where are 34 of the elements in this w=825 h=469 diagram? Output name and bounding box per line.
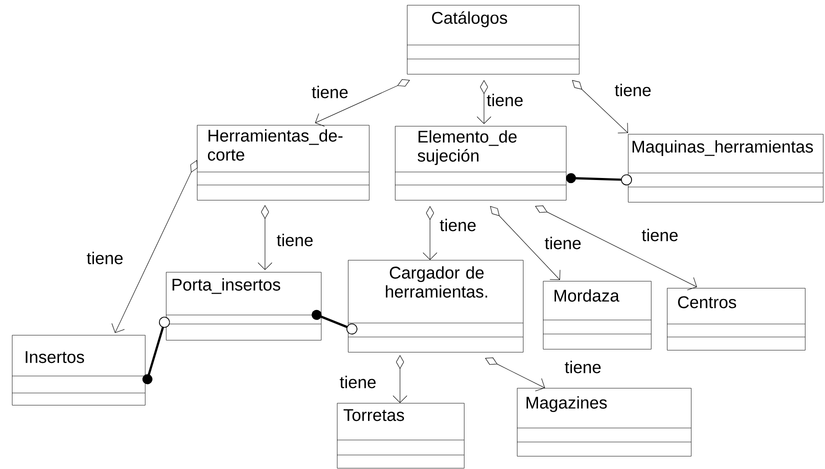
class-box: Torretas (336, 403, 464, 468)
edge-label: tiene (438, 218, 478, 232)
class-box: Maquinas_herramientas (628, 134, 824, 202)
edge-label: tiene (276, 232, 314, 248)
class-box: Cargador de herramientas. (348, 260, 524, 352)
edge-label: tiene (640, 228, 680, 242)
edge-label: tiene (86, 250, 124, 266)
connector (312, 310, 358, 334)
edge-label: tiene (486, 92, 524, 108)
class-box: Elemento_de sujeción (394, 126, 566, 200)
class-box: Mordaza (542, 281, 652, 350)
aggregation-arrow (535, 206, 697, 290)
class-box: Porta_insertos (166, 272, 322, 340)
edge-label: tiene (614, 82, 652, 98)
aggregation-arrow (258, 205, 272, 270)
edge-label: tiene (564, 360, 602, 374)
aggregation-arrow (112, 160, 198, 333)
class-box: Centros (666, 288, 806, 350)
edge-label: tiene (338, 374, 378, 390)
class-box: Magazines (516, 388, 692, 456)
aggregation-arrow (315, 79, 410, 127)
edge-label: tiene (544, 236, 582, 250)
class-box: Herramientas_de-corte (196, 125, 370, 200)
class-box: Catálogos (406, 5, 580, 74)
aggregation-arrow (485, 358, 545, 392)
edge-label: tiene (310, 84, 350, 100)
connector (142, 316, 170, 384)
aggregation-arrow (476, 80, 492, 124)
aggregation-arrow (422, 206, 438, 260)
connector (566, 173, 632, 186)
aggregation-arrow (490, 206, 560, 280)
aggregation-arrow (392, 355, 408, 403)
aggregation-arrow (572, 80, 628, 134)
class-box: Insertos (12, 335, 146, 406)
